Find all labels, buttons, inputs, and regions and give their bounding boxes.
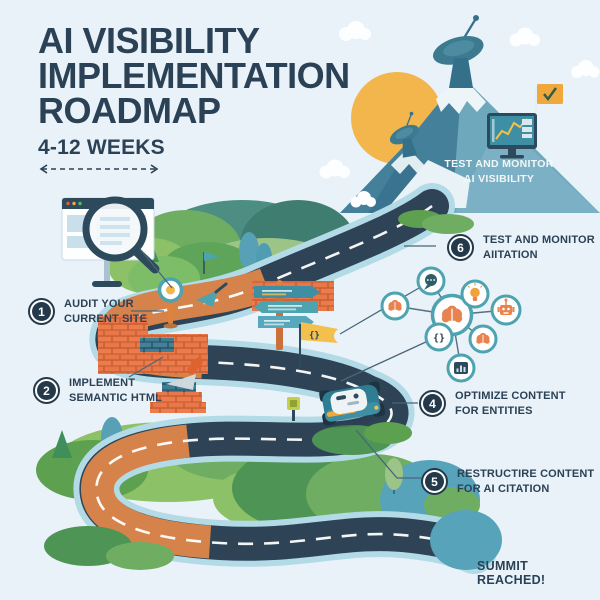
milestone-2-label: IMPLEMENT SEMANTIC HTML bbox=[69, 376, 162, 405]
milestone-number: 5 bbox=[425, 472, 444, 492]
banner-line: TEST AND MONITOR bbox=[444, 158, 554, 170]
leader-lines bbox=[128, 245, 436, 479]
snow-cap bbox=[436, 76, 486, 114]
title-line: AI VISIBILITY bbox=[38, 20, 260, 61]
chat-node-icon bbox=[416, 266, 446, 296]
title-line: IMPLEMENTATION bbox=[38, 54, 350, 96]
duration-arrow-icon bbox=[39, 164, 159, 174]
trowel-icon bbox=[196, 282, 228, 307]
milestone-number: 4 bbox=[423, 394, 442, 414]
milestone-4-number-badge: 4 bbox=[419, 390, 446, 418]
code-pennant-icon: {} bbox=[299, 322, 338, 368]
leader-line bbox=[128, 356, 164, 378]
milestone-label-line: FOR AI CITATION bbox=[457, 482, 550, 495]
code-braces-glyph: {} bbox=[433, 333, 445, 344]
car-icon bbox=[319, 381, 386, 428]
milestone-label-line: IMPLEMENT bbox=[69, 377, 136, 389]
code-node-icon: {} bbox=[424, 322, 454, 352]
map-pin-icon bbox=[157, 277, 184, 329]
milestone-2: 2 IMPLEMENT SEMANTIC HTML bbox=[33, 376, 162, 405]
lightbulb-node-icon bbox=[460, 279, 490, 309]
mini-flag-icon bbox=[203, 252, 220, 274]
milestone-number: 1 bbox=[32, 302, 51, 322]
leader-line bbox=[139, 248, 173, 289]
checkmark-flag-icon bbox=[537, 84, 563, 104]
brain-node-icon bbox=[380, 291, 410, 321]
milestone-label-line: RESTRUCTIRE CONTENT bbox=[457, 468, 595, 480]
cloud-icon bbox=[509, 27, 540, 47]
milestone-label-line: AIITATION bbox=[483, 248, 538, 261]
monitor-chart-icon bbox=[487, 84, 563, 159]
milestone-label-line: TEST AND MONITOR bbox=[483, 234, 595, 246]
infographic-title: AI VISIBILITY IMPLEMENTATION ROADMAP 4-1… bbox=[38, 23, 350, 175]
milestone-label-line: SEMANTIC HTML bbox=[69, 391, 162, 404]
cloud-icon bbox=[339, 21, 371, 41]
cloud-icon bbox=[319, 159, 350, 179]
chart-node-icon bbox=[446, 353, 476, 383]
milestone-4: 4 OPTIMIZE CONTENT FOR ENTITIES bbox=[419, 389, 566, 418]
leader-line bbox=[339, 287, 420, 335]
milestone-6-label: TEST AND MONITOR AIITATION bbox=[483, 233, 595, 262]
snow-cap bbox=[391, 148, 426, 174]
mountain-banner: TEST AND MONITOR AI VISIBILITY bbox=[430, 157, 568, 186]
duration-label: 4-12 WEEKS bbox=[38, 135, 165, 159]
road-sign-icon bbox=[287, 397, 300, 421]
leader-line bbox=[340, 340, 429, 382]
page-title: AI VISIBILITY IMPLEMENTATION ROADMAP bbox=[38, 23, 350, 131]
milestone-5: 5 RESTRUCTIRE CONTENT FOR AI CITATION bbox=[421, 467, 594, 496]
hills bbox=[44, 210, 502, 570]
milestone-5-number-badge: 5 bbox=[421, 468, 448, 496]
milestone-label-line: FOR ENTITIES bbox=[455, 404, 533, 417]
knowledge-graph-icon: {} bbox=[380, 266, 522, 383]
summit-reached-label: SUMMIT REACHED! bbox=[477, 559, 546, 587]
check-icon bbox=[543, 87, 558, 102]
cloud-icon bbox=[350, 191, 376, 208]
milestone-1-number-badge: 1 bbox=[28, 298, 55, 326]
milestone-label-line: OPTIMIZE CONTENT bbox=[455, 390, 566, 402]
milestone-6: 6 TEST AND MONITOR AIITATION bbox=[447, 233, 595, 262]
milestone-6-number-badge: 6 bbox=[447, 234, 474, 262]
leader-line bbox=[355, 429, 421, 479]
milestone-number: 6 bbox=[451, 238, 470, 258]
milestone-2-number-badge: 2 bbox=[33, 377, 60, 405]
robot-node-icon bbox=[490, 294, 522, 326]
milestone-label-line: CURRENT SITE bbox=[64, 312, 148, 325]
milestone-5-label: RESTRUCTIRE CONTENT FOR AI CITATION bbox=[457, 467, 594, 496]
milestone-4-label: OPTIMIZE CONTENT FOR ENTITIES bbox=[455, 389, 566, 418]
trowel-bricks-icon bbox=[150, 357, 206, 413]
milestone-label-line: AUDIT YOUR bbox=[64, 298, 134, 310]
milestone-1: 1 AUDIT YOUR CURRENT SITE bbox=[28, 297, 147, 326]
code-braces-glyph: {} bbox=[309, 331, 320, 341]
title-line: ROADMAP bbox=[38, 89, 221, 131]
milestone-1-label: AUDIT YOUR CURRENT SITE bbox=[64, 297, 147, 326]
cloud-icon bbox=[571, 60, 600, 78]
brain-node-icon bbox=[468, 324, 498, 354]
website-audit-icon bbox=[61, 196, 160, 287]
magnifier-icon bbox=[82, 196, 160, 274]
milestone-number: 2 bbox=[37, 381, 56, 401]
banner-line: AI VISIBILITY bbox=[463, 172, 535, 185]
